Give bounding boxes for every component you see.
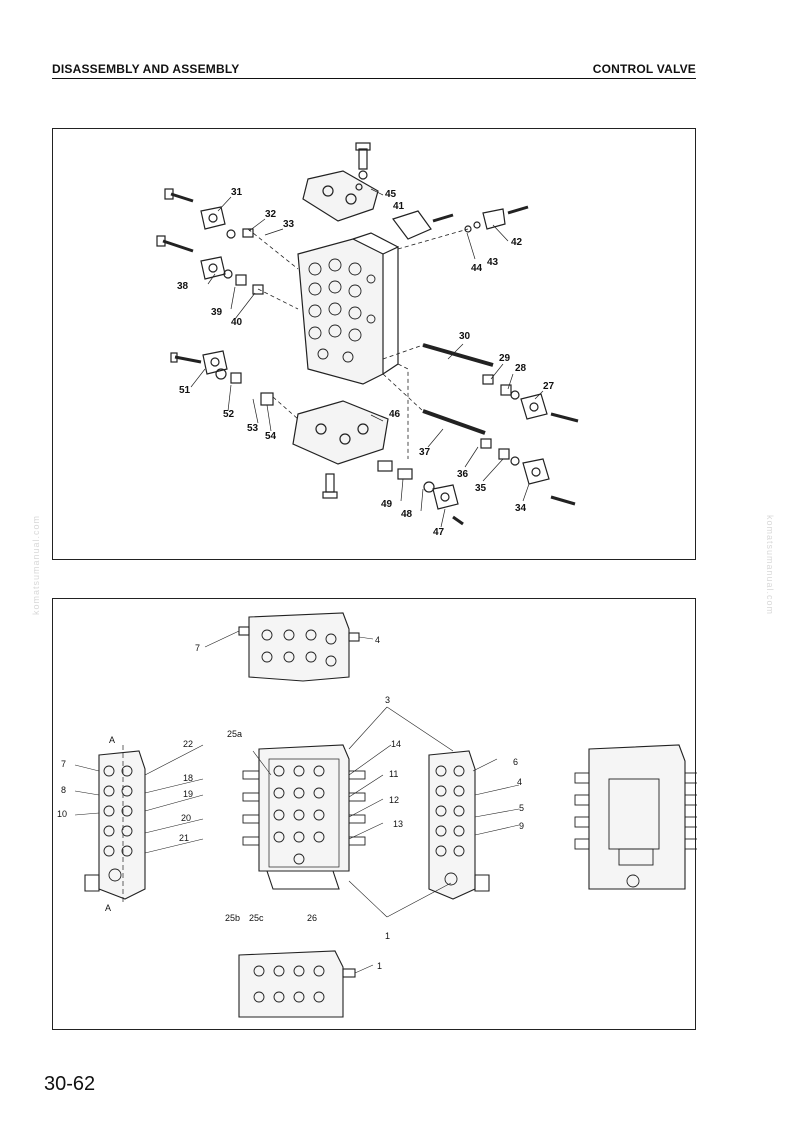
part-label: A <box>105 903 111 913</box>
part-label: 7 <box>195 643 200 653</box>
part-label: 25a <box>227 729 242 739</box>
part-label: 53 <box>247 423 259 434</box>
part-label: 25b <box>225 913 240 923</box>
part-label: 20 <box>181 813 191 823</box>
part-label: 34 <box>515 503 527 514</box>
part-label: 36 <box>457 469 469 480</box>
part-label: 8 <box>61 785 66 795</box>
part-label: 3 <box>385 695 390 705</box>
part-label: 19 <box>183 789 193 799</box>
part-label: A <box>109 735 115 745</box>
part-label: 45 <box>385 189 397 200</box>
part-label: 32 <box>265 209 277 220</box>
watermark-right: komatsumanual.com <box>765 514 776 616</box>
part-label: 27 <box>543 381 555 392</box>
part-label: 40 <box>231 317 243 328</box>
part-label: 9 <box>519 821 524 831</box>
part-label: 42 <box>511 237 523 248</box>
part-label: 4 <box>517 777 522 787</box>
part-label: 51 <box>179 385 191 396</box>
part-label: 11 <box>389 769 398 779</box>
part-label: 47 <box>433 527 445 538</box>
part-label: 44 <box>471 263 483 274</box>
part-label: 54 <box>265 431 277 442</box>
part-label: 37 <box>419 447 431 458</box>
part-label: 10 <box>57 809 67 819</box>
part-label: 30 <box>459 331 471 342</box>
part-label: 52 <box>223 409 235 420</box>
part-label: 18 <box>183 773 193 783</box>
part-label: 22 <box>183 739 193 749</box>
part-label: 1 <box>377 961 382 971</box>
part-label: 43 <box>487 257 499 268</box>
part-label: 14 <box>391 739 401 749</box>
part-label: 5 <box>519 803 524 813</box>
watermark-left: komatsumanual.com <box>31 514 42 616</box>
page-number: 30-62 <box>44 1073 96 1095</box>
part-label: 33 <box>283 219 295 230</box>
part-label: 46 <box>389 409 401 420</box>
part-label: 48 <box>401 509 413 520</box>
assembly-views-figure: 7 4 3 25a 22 14 6 7 18 11 4 8 19 12 5 10… <box>52 598 697 1030</box>
part-label: 26 <box>307 913 317 923</box>
part-label: 13 <box>393 819 403 829</box>
part-label: 4 <box>375 635 380 645</box>
part-label: 12 <box>389 795 399 805</box>
part-label: 35 <box>475 483 487 494</box>
part-label: 25c <box>249 913 264 923</box>
header-rule <box>52 78 696 79</box>
exploded-view-figure: 31 32 33 45 41 42 44 43 38 39 40 30 29 2… <box>52 128 696 560</box>
part-label: 1 <box>385 931 390 941</box>
section-header: DISASSEMBLY AND ASSEMBLY <box>52 62 240 76</box>
part-label: 31 <box>231 187 243 198</box>
part-label: 21 <box>179 833 189 843</box>
chapter-header: CONTROL VALVE <box>592 62 696 76</box>
part-label: 29 <box>499 353 511 364</box>
exploded-view-drawing: 31 32 33 45 41 42 44 43 38 39 40 30 29 2… <box>156 142 579 538</box>
assembly-views-drawing: 7 4 3 25a 22 14 6 7 18 11 4 8 19 12 5 10… <box>57 612 697 1018</box>
part-label: 28 <box>515 363 527 374</box>
part-label: 7 <box>61 759 66 769</box>
part-label: 6 <box>513 757 518 767</box>
part-label: 39 <box>211 307 223 318</box>
part-label: 41 <box>393 201 405 212</box>
part-label: 49 <box>381 499 393 510</box>
part-label: 38 <box>177 281 189 292</box>
